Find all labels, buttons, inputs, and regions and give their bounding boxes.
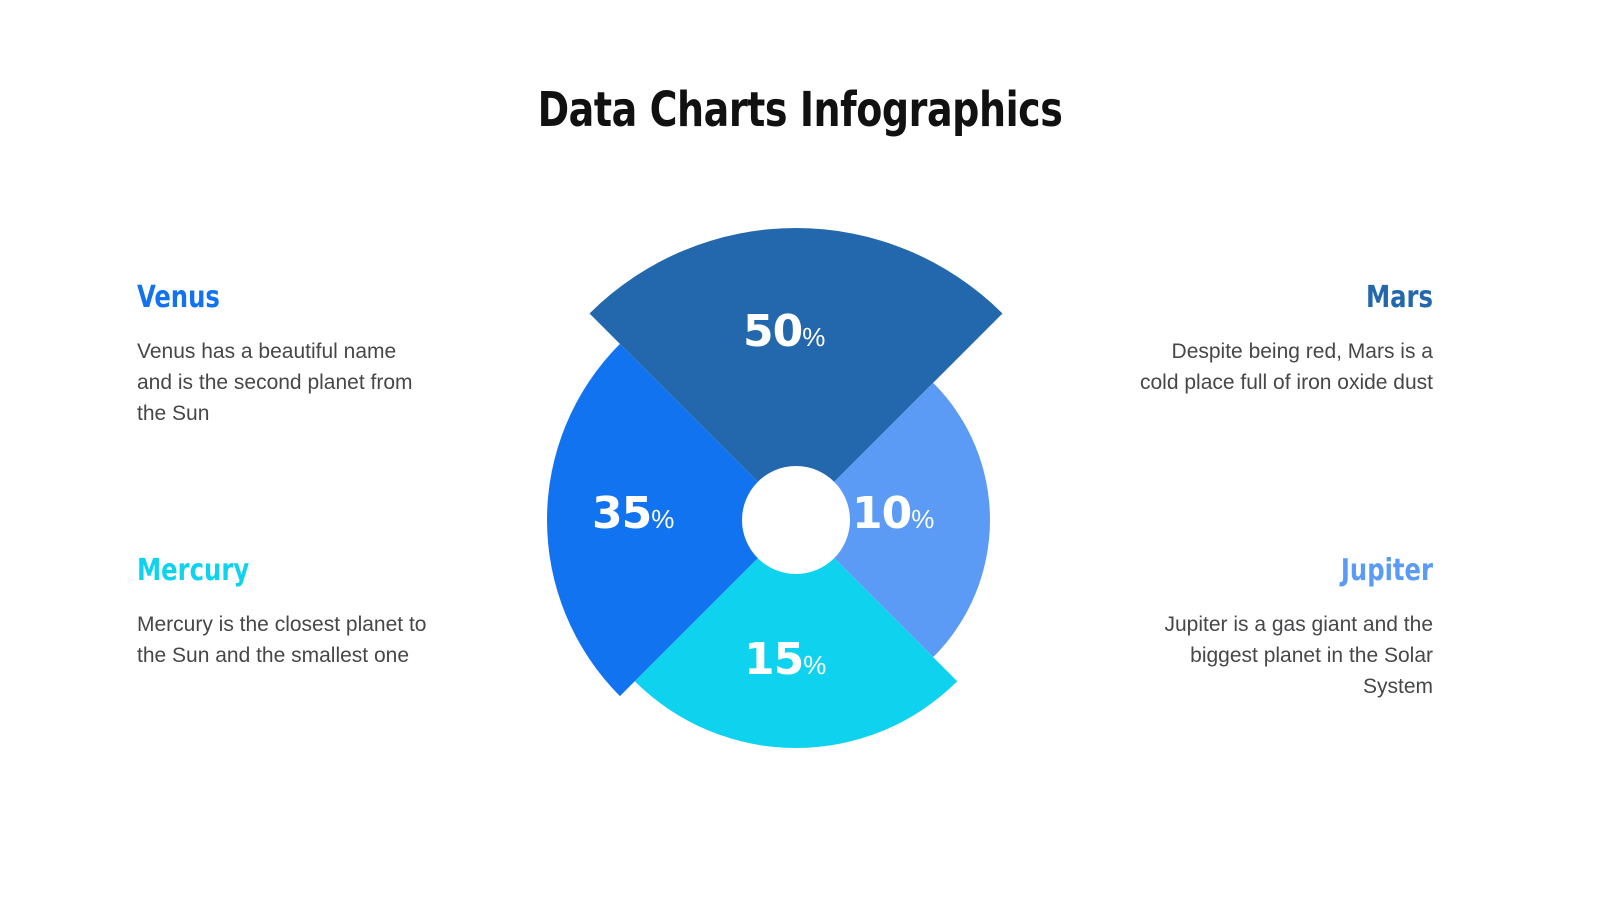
- donut-chart: 50% 35% 15% 10%: [496, 220, 1096, 820]
- legend-entry-venus: Venus Venus has a beautiful name and is …: [137, 280, 437, 429]
- segment-label-10: 10%: [852, 492, 934, 536]
- planet-name-mars: Mars: [1365, 280, 1433, 315]
- segment-label-50: 50%: [743, 310, 825, 354]
- planet-name-mercury: Mercury: [137, 553, 250, 588]
- planet-description-jupiter: Jupiter is a gas giant and the biggest p…: [1164, 613, 1433, 698]
- donut-chart-svg: [547, 228, 1003, 748]
- planet-description-venus: Venus has a beautiful name and is the se…: [137, 340, 413, 425]
- planet-description-mars: Despite being red, Mars is a cold place …: [1139, 340, 1433, 394]
- planet-description-mercury: Mercury is the closest planet to the Sun…: [137, 613, 427, 667]
- page-title: Data Charts Infographics: [537, 82, 1063, 138]
- segment-value-50: 50: [743, 306, 803, 357]
- donut-segment-35[interactable]: [547, 343, 796, 697]
- planet-name-jupiter: Jupiter: [1340, 553, 1433, 588]
- donut-segment-50[interactable]: [589, 228, 1003, 521]
- segment-value-10: 10: [852, 488, 912, 539]
- donut-center-hole: [742, 466, 850, 574]
- percent-sign-icon-50: %: [802, 322, 826, 352]
- planet-name-venus: Venus: [137, 280, 220, 315]
- segment-value-35: 35: [592, 488, 652, 539]
- legend-entry-mercury: Mercury Mercury is the closest planet to…: [137, 553, 437, 671]
- segment-value-15: 15: [744, 634, 804, 685]
- segment-label-35: 35%: [592, 492, 674, 536]
- percent-sign-icon-10: %: [911, 504, 935, 534]
- percent-sign-icon-15: %: [803, 650, 827, 680]
- donut-segment-10[interactable]: [796, 382, 990, 658]
- donut-segment-15[interactable]: [634, 520, 958, 748]
- legend-entry-mars: Mars Despite being red, Mars is a cold p…: [1133, 280, 1433, 398]
- legend-entry-jupiter: Jupiter Jupiter is a gas giant and the b…: [1133, 553, 1433, 702]
- segment-label-15: 15%: [744, 638, 826, 682]
- percent-sign-icon-35: %: [651, 504, 675, 534]
